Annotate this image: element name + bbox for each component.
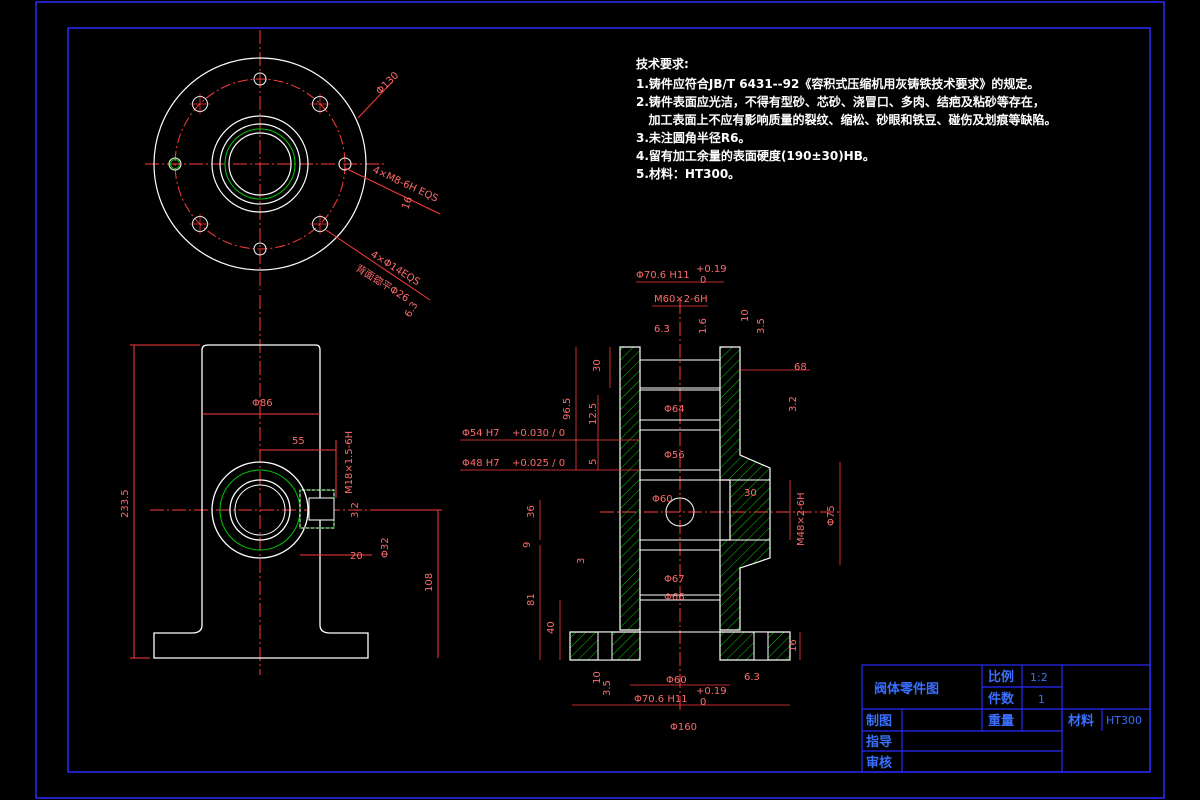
front-view: Φ86 55 M18×1.5-6H 233.5 108 20 Φ32 3.2 [120, 295, 442, 675]
inner-frame [67, 27, 1151, 773]
front-thread-m18: M18×1.5-6H [344, 431, 355, 494]
top-view: Φ130 4×M8-6H EQS 16 4×Φ14EQS 背面锪平Φ26 6.3 [145, 30, 441, 320]
sec-thread-m48: M48×2-6H [796, 492, 807, 546]
title-count-label: 件数 [988, 691, 1015, 707]
tech-title: 技术要求: [636, 56, 689, 71]
sec-dim-30: 30 [744, 488, 757, 499]
tech-item: 加工表面上不应有影响质量的裂纹、缩松、砂眼和铁豆、碰伤及划痕等缺陷。 [636, 112, 1057, 127]
sec-tol-bot-upper: +0.19 [696, 686, 727, 697]
sec-dim-40: 40 [546, 621, 557, 634]
sec-dim-phi60: Φ60 [652, 494, 673, 505]
tech-item: 5.材料：HT300。 [636, 166, 740, 181]
dim-phi130: Φ130 [374, 70, 401, 97]
front-dim-55: 55 [292, 436, 305, 447]
outer-frame [35, 1, 1165, 799]
title-review-label: 审核 [866, 755, 892, 771]
sec-dim-10: 10 [740, 309, 751, 322]
sec-tol-48: +0.025 / 0 [512, 458, 565, 469]
tech-requirements: 技术要求: 1.铸件应符合JB/T 6431--92《容积式压缩机用灰铸铁技术要… [636, 56, 1057, 181]
sec-dim-phi64: Φ64 [664, 404, 685, 415]
sec-tol-top-upper: +0.19 [696, 264, 727, 275]
title-scale-value: 1:2 [1030, 671, 1048, 684]
title-count-value: 1 [1038, 693, 1045, 706]
title-block [861, 664, 1151, 773]
sec-rough-63-bot: 6.3 [744, 672, 760, 683]
sec-dim-5: 5 [588, 459, 599, 465]
tech-item: 3.未注圆角半径R6。 [636, 130, 751, 145]
title-material-value: HT300 [1106, 714, 1142, 727]
tech-item: 1.铸件应符合JB/T 6431--92《容积式压缩机用灰铸铁技术要求》的规定。 [636, 76, 1039, 91]
sec-dim-10b: 10 [592, 671, 603, 684]
title-scale-label: 比例 [988, 669, 1014, 685]
sec-dim-phi66: Φ66 [664, 592, 685, 603]
sec-dim-phi56: Φ56 [664, 450, 685, 461]
front-rough-32: 3.2 [350, 502, 361, 518]
sec-rough-16-top: 1.6 [698, 318, 709, 334]
sec-dim-81: 81 [526, 593, 537, 606]
sec-dim-phi70-top: Φ70.6 H11 [636, 270, 690, 281]
sec-tol-bot-lower: 0 [700, 697, 706, 708]
holes-m8-depth: 16 [400, 195, 415, 211]
sec-dim-phi54: Φ54 H7 [462, 428, 500, 439]
front-dim-20: 20 [350, 551, 363, 562]
title-drawing-name: 阀体零件图 [874, 681, 939, 697]
title-drawn-label: 制图 [866, 713, 892, 729]
sec-dim-3: 3 [576, 558, 587, 564]
title-guide-label: 指导 [866, 734, 892, 750]
sec-dim-68: 68 [794, 362, 807, 373]
title-weight-label: 重量 [988, 713, 1014, 729]
sec-dim-12-5: 12.5 [588, 403, 599, 425]
title-material-label: 材料 [1068, 713, 1094, 729]
sec-tol-54: +0.030 / 0 [512, 428, 565, 439]
sec-dim-phi60b: Φ60 [666, 675, 687, 686]
sec-dim-phi70-bot: Φ70.6 H11 [634, 694, 688, 705]
sec-thread-m60: M60×2-6H [654, 294, 708, 305]
sec-dim-phi75: Φ75 [826, 505, 837, 526]
sec-dim-16: 16 [788, 639, 799, 652]
sec-rough-63-top: 6.3 [654, 324, 670, 335]
sec-rough-32-side: 3.2 [788, 396, 799, 412]
tech-item: 2.铸件表面应光洁，不得有型砂、芯砂、浇冒口、多肉、结疤及粘砂等存在， [636, 94, 1045, 109]
sec-dim-phi48: Φ48 H7 [462, 458, 500, 469]
tech-item: 4.留有加工余量的表面硬度(190±30)HB。 [636, 148, 875, 163]
sec-tol-top-lower: 0 [700, 275, 706, 286]
sec-dim-phi67: Φ67 [664, 574, 685, 585]
sec-dim-3-5: 3.5 [756, 318, 767, 334]
front-dim-108: 108 [424, 573, 435, 592]
sec-dim-phi160: Φ160 [670, 722, 697, 733]
front-dim-233: 233.5 [120, 489, 131, 518]
sec-dim-30v: 30 [592, 359, 603, 372]
sec-dim-36: 36 [526, 505, 537, 518]
sec-dim-96-5: 96.5 [562, 398, 573, 420]
front-dim-phi86: Φ86 [252, 398, 273, 409]
section-view: 96.5 30 12.5 5 36 9 3 81 40 Φ54 H7 +0.03… [460, 264, 841, 733]
sec-dim-9: 9 [522, 542, 533, 548]
front-dim-phi32: Φ32 [380, 537, 391, 558]
sec-dim-3-5b: 3.5 [602, 680, 613, 696]
